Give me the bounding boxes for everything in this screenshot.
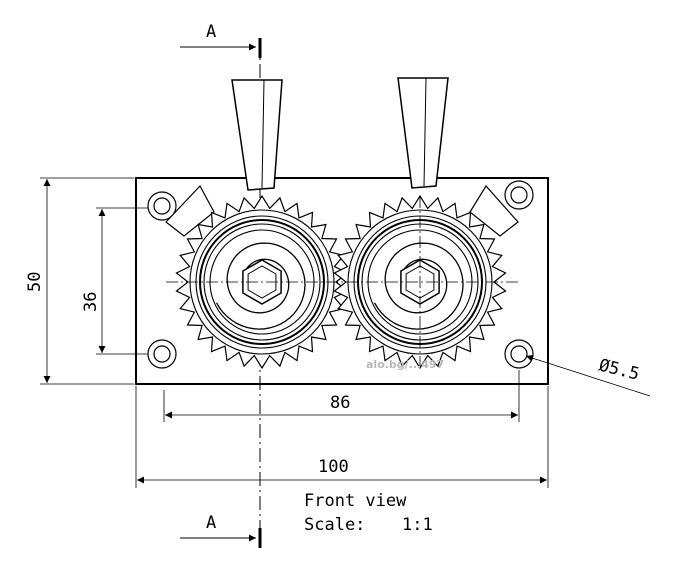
dim-overall-height: 50 — [25, 272, 45, 292]
spiral-spring — [373, 242, 464, 330]
view-title: Front view — [304, 491, 407, 511]
mounting-hole-bottom-right — [504, 339, 534, 369]
dim-hole-spacing-horizontal: 86 — [330, 393, 350, 413]
lever-left-edge — [261, 79, 265, 189]
dim-hole-spacing-vertical: 36 — [81, 292, 101, 312]
dim-overall-width: 100 — [318, 457, 349, 477]
scale-label: Scale: — [304, 515, 365, 535]
dim-hole-diameter: Ø5.5 — [597, 355, 642, 384]
hex-nut-inner — [247, 265, 277, 299]
watermark: alo.bg/...497 — [366, 358, 444, 371]
spiral-spring — [215, 242, 306, 330]
gear-ring — [203, 223, 321, 341]
mounting-hole-top-left — [147, 191, 177, 221]
lever-left — [231, 79, 283, 191]
mounting-hole-top-right — [504, 180, 534, 210]
lever-right-edge — [423, 77, 427, 187]
side-lever-left — [165, 184, 215, 237]
dim-hole-leader — [525, 354, 651, 397]
mounting-hole-bottom-left — [147, 339, 177, 369]
gear-ring — [199, 219, 325, 345]
scale-value: 1:1 — [402, 515, 433, 535]
section-label-bottom: A — [206, 513, 216, 533]
lever-right — [397, 77, 449, 189]
body-plate — [135, 177, 549, 385]
section-label-top: A — [206, 22, 216, 42]
